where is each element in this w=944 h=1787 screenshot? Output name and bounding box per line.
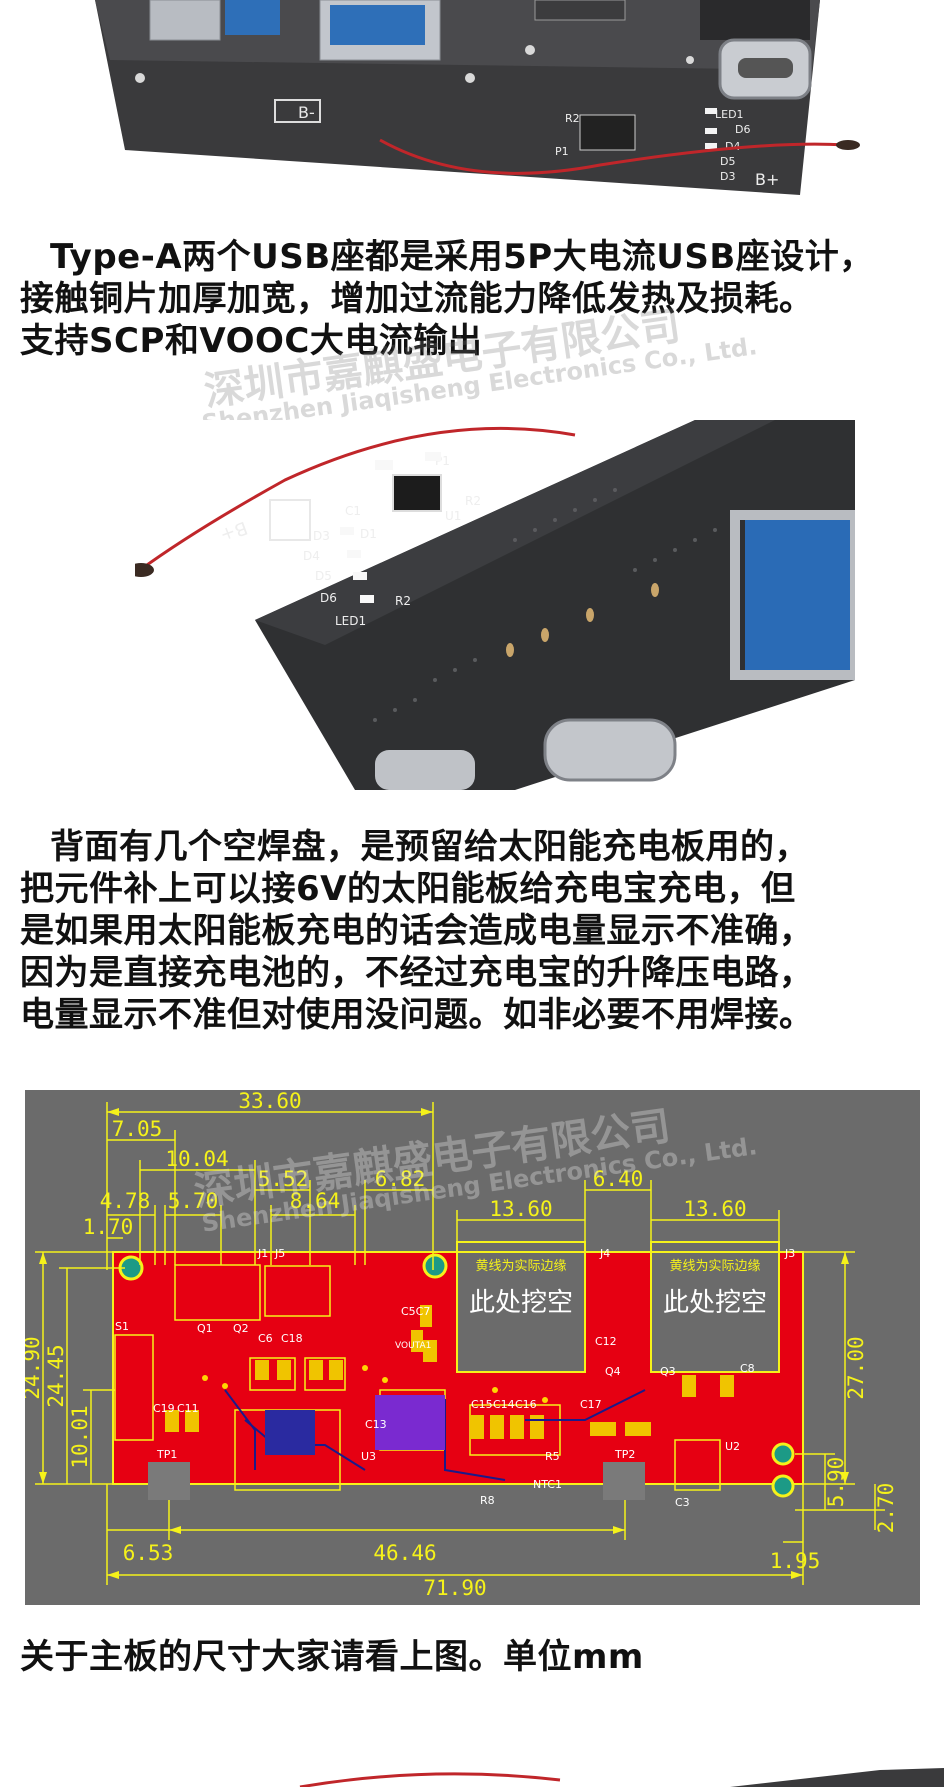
dim-1-70: 1.70 xyxy=(83,1215,134,1239)
dim-10-04: 10.04 xyxy=(165,1147,228,1171)
silk-back-u1: U1 xyxy=(445,509,461,523)
dim-24-45: 24.45 xyxy=(44,1344,68,1407)
dim-33-60: 33.60 xyxy=(238,1090,301,1113)
comp-q1: Q1 xyxy=(197,1322,213,1335)
comp-c17: C17 xyxy=(580,1398,602,1411)
comp-c6: C6 xyxy=(258,1332,273,1345)
pcb-dimension-svg: 黄线为实际边缘 此处挖空 黄线为实际边缘 此处挖空 xyxy=(25,1090,920,1605)
comp-q4: Q4 xyxy=(605,1365,621,1378)
comp-c3: C3 xyxy=(675,1496,690,1509)
dim-6-53: 6.53 xyxy=(123,1541,174,1565)
comp-c8: C8 xyxy=(740,1362,755,1375)
silk-back-r2: R2 xyxy=(465,494,481,508)
comp-j3: J3 xyxy=(784,1247,795,1260)
dim-7-05: 7.05 xyxy=(112,1117,163,1141)
silk-p1: P1 xyxy=(555,145,569,158)
comp-s1: S1 xyxy=(115,1320,129,1333)
comp-c12: C12 xyxy=(595,1335,617,1348)
solar-pad-line-5: 电量显示不准但对使用没问题。如非必要不用焊接。 xyxy=(20,995,814,1035)
dim-24-90: 24.90 xyxy=(25,1336,44,1399)
silk-back-r2b: R2 xyxy=(395,594,411,608)
size-note-paragraph: 关于主板的尺寸大家请看上图。单位mm xyxy=(20,1636,930,1678)
cutout-note-right: 黄线为实际边缘 xyxy=(669,1259,760,1274)
silk-b-plus: B+ xyxy=(755,170,779,189)
solar-pad-line-3: 是如果用太阳能板充电的话会造成电量显示不准确， xyxy=(20,911,814,951)
pcb-photo-bottom-svg xyxy=(299,1768,944,1787)
silk-d6: D6 xyxy=(735,123,750,136)
comp-c11: C11 xyxy=(177,1402,199,1415)
comp-r5: R5 xyxy=(545,1450,560,1463)
dim-8-64: 8.64 xyxy=(290,1189,341,1213)
comp-c14: C14 xyxy=(493,1398,515,1411)
usb-description-paragraph: Type-A两个USB座都是采用5P大电流USB座设计， 接触铜片加厚加宽，增加… xyxy=(20,236,930,362)
dim-1-95: 1.95 xyxy=(770,1549,821,1573)
comp-q3: Q3 xyxy=(660,1365,676,1378)
comp-ntc1: NTC1 xyxy=(533,1478,562,1491)
comp-r8: R8 xyxy=(480,1494,495,1507)
comp-c16: C16 xyxy=(515,1398,537,1411)
dim-27-00: 27.00 xyxy=(844,1336,868,1399)
usb-description-line-1: Type-A两个USB座都是采用5P大电流USB座设计， xyxy=(50,237,874,277)
silk-r2: R2 xyxy=(565,112,580,125)
dim-4-78: 4.78 xyxy=(100,1189,151,1213)
dim-5-90: 5.90 xyxy=(824,1457,848,1508)
silk-back-c1: C1 xyxy=(345,504,361,518)
comp-tp1: TP1 xyxy=(156,1448,177,1461)
size-note-line: 关于主板的尺寸大家请看上图。单位mm xyxy=(20,1637,644,1677)
pcb-dimension-drawing: 黄线为实际边缘 此处挖空 黄线为实际边缘 此处挖空 xyxy=(25,1090,920,1605)
pcb-photo-top: B- LED1 D6 D4 D5 D3 B+ R2 P1 xyxy=(0,0,944,200)
comp-u2: U2 xyxy=(725,1440,740,1453)
comp-c15: C15 xyxy=(471,1398,493,1411)
dim-5-70: 5.70 xyxy=(168,1189,219,1213)
dim-6-40: 6.40 xyxy=(593,1167,644,1191)
dim-6-82: 6.82 xyxy=(375,1167,426,1191)
silk-back-led1: LED1 xyxy=(335,614,366,628)
comp-c18: C18 xyxy=(281,1332,303,1345)
comp-j4: J4 xyxy=(599,1247,610,1260)
solar-pad-line-4: 因为是直接充电池的，不经过充电宝的升降压电路， xyxy=(20,953,814,993)
dim-13-60-right: 13.60 xyxy=(683,1197,746,1221)
silk-back-d4: D4 xyxy=(303,549,320,563)
dim-13-60-left: 13.60 xyxy=(489,1197,552,1221)
solar-pad-line-1: 背面有几个空焊盘，是预留给太阳能充电板用的， xyxy=(50,827,809,867)
silk-d3: D3 xyxy=(720,170,735,183)
comp-u3: U3 xyxy=(361,1450,376,1463)
usb-description-line-3: 支持SCP和VOOC大电流输出 xyxy=(20,321,483,361)
comp-j1: J1 xyxy=(257,1247,268,1260)
dim-71-90: 71.90 xyxy=(423,1576,486,1600)
dim-2-70: 2.70 xyxy=(874,1483,898,1534)
silk-led1: LED1 xyxy=(715,108,744,121)
solar-pad-paragraph: 背面有几个空焊盘，是预留给太阳能充电板用的， 把元件补上可以接6V的太阳能板给充… xyxy=(20,826,930,1036)
comp-c19: C19 xyxy=(153,1402,175,1415)
comp-vouta1: VOUTA1 xyxy=(395,1341,431,1351)
cutout-label-left: 此处挖空 xyxy=(469,1288,573,1318)
pcb-photo-back-svg: B+ D3 P1 R2 U1 C1 D1 D4 D5 D6 LED1 R2 xyxy=(135,420,855,790)
silk-back-d5: D5 xyxy=(315,569,332,583)
silk-back-d6: D6 xyxy=(320,591,337,605)
dim-10-01: 10.01 xyxy=(68,1405,92,1468)
silk-d5: D5 xyxy=(720,155,735,168)
pcb-photo-bottom-crop xyxy=(0,1760,944,1787)
solar-pad-line-2: 把元件补上可以接6V的太阳能板给充电宝充电，但 xyxy=(20,869,796,909)
pcb-photo-back: B+ D3 P1 R2 U1 C1 D1 D4 D5 D6 LED1 R2 xyxy=(135,420,855,790)
silk-back-d3: D3 xyxy=(313,529,330,543)
silk-b-minus: B- xyxy=(298,103,315,122)
dim-5-52: 5.52 xyxy=(258,1167,309,1191)
dim-46-46: 46.46 xyxy=(373,1541,436,1565)
comp-j5: J5 xyxy=(274,1247,285,1260)
pcb-photo-top-svg: B- LED1 D6 D4 D5 D3 B+ R2 P1 xyxy=(0,0,944,200)
comp-c5c7: C5C7 xyxy=(401,1305,430,1318)
cutout-label-right: 此处挖空 xyxy=(663,1288,767,1318)
comp-c13: C13 xyxy=(365,1418,387,1431)
silk-back-d1: D1 xyxy=(360,527,377,541)
cutout-note-left: 黄线为实际边缘 xyxy=(475,1259,566,1274)
comp-q2: Q2 xyxy=(233,1322,249,1335)
usb-description-line-2: 接触铜片加厚加宽，增加过流能力降低发热及损耗。 xyxy=(20,279,814,319)
comp-tp2: TP2 xyxy=(614,1448,635,1461)
